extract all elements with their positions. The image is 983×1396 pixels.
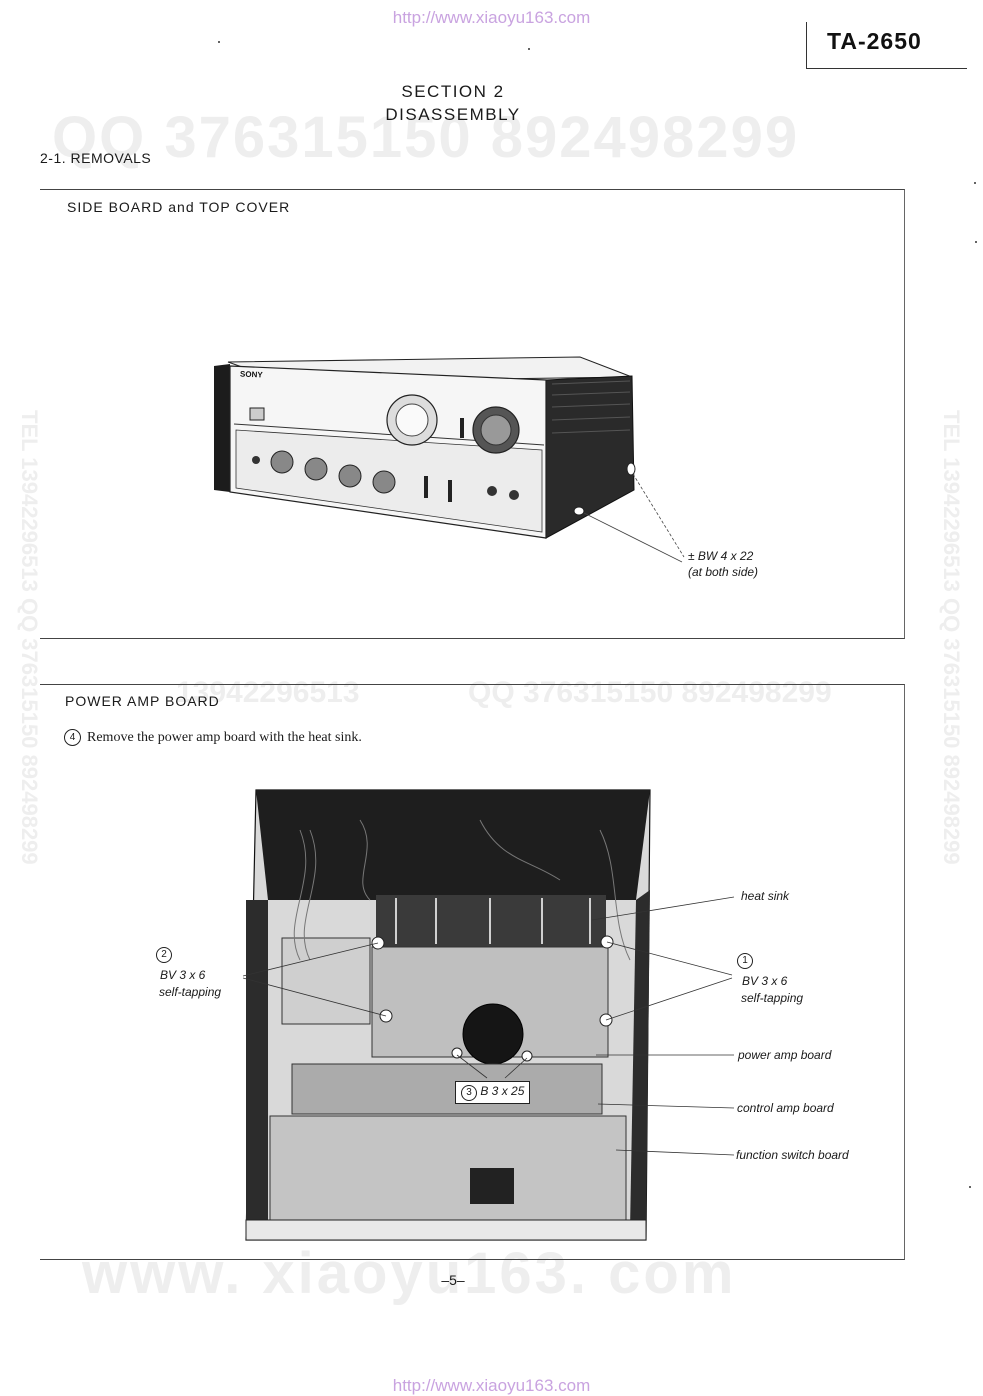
callout-screw-1-size: BV 3 x 6	[742, 974, 788, 988]
screw-3-size: B 3 x 25	[480, 1084, 525, 1098]
callout-screw-1-type: self-tapping	[741, 991, 804, 1005]
callout-heat-sink: heat sink	[741, 889, 790, 903]
side-board-panel	[40, 189, 905, 639]
callout-screw-2: 2	[156, 946, 172, 963]
source-url-bottom[interactable]: http://www.xiaoyu163.com	[392, 1376, 591, 1395]
scan-speck	[528, 48, 530, 50]
callout-screw-3: 3 B 3 x 25	[455, 1081, 531, 1104]
page-number: –5–	[441, 1272, 465, 1288]
screw-1-number: 1	[737, 953, 753, 969]
step-number-badge: 4	[64, 729, 81, 746]
power-amp-panel-title: POWER AMP BOARD	[65, 693, 220, 709]
model-box	[806, 22, 967, 69]
section-name: DISASSEMBLY	[385, 105, 521, 124]
scan-speck	[975, 241, 977, 243]
sony-logo: SONY	[239, 369, 263, 380]
side-board-panel-title: SIDE BOARD and TOP COVER	[67, 199, 291, 215]
step-text: Remove the power amp board with the heat…	[87, 730, 362, 745]
step-instruction: 4 Remove the power amp board with the hea…	[64, 729, 362, 746]
screw-3-number: 3	[461, 1085, 477, 1101]
scan-speck	[218, 41, 220, 43]
model-number: TA-2650	[827, 28, 922, 54]
source-url-top[interactable]: http://www.xiaoyu163.com	[392, 8, 591, 27]
power-amp-panel	[40, 684, 905, 1260]
callout-control-amp-board: control amp board	[737, 1101, 834, 1115]
callout-screw-1: 1	[737, 952, 753, 969]
callout-screw-2-size: BV 3 x 6	[160, 968, 206, 982]
section-number: SECTION 2	[401, 82, 505, 101]
callout-screw-2-type: self-tapping	[159, 985, 222, 999]
scan-speck	[969, 1186, 971, 1188]
callout-power-amp-board: power amp board	[738, 1048, 832, 1062]
screw-2-number: 2	[156, 947, 172, 963]
callout-function-switch-board: function switch board	[736, 1148, 849, 1162]
scan-speck	[974, 182, 976, 184]
subsection-heading: 2-1. REMOVALS	[40, 150, 152, 166]
callout-both-side: (at both side)	[688, 565, 759, 579]
callout-bw-4x22: ± BW 4 x 22	[688, 549, 754, 563]
section-heading: SECTION 2 DISASSEMBLY	[0, 80, 906, 126]
